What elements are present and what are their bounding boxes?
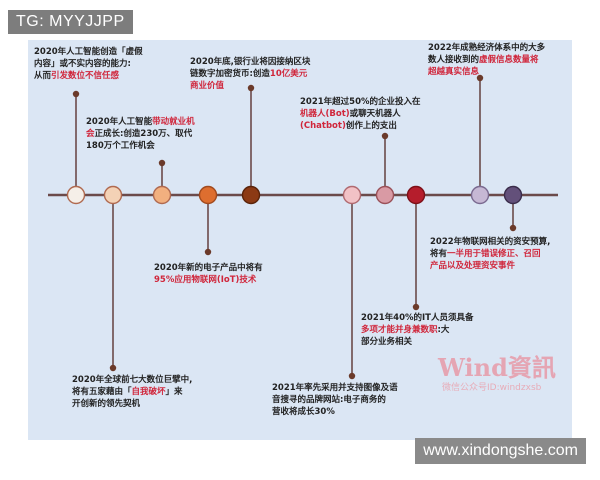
timeline-node-e4 bbox=[198, 185, 218, 205]
event-note-text: 一半用于错误修正、召回产品以及处理资安事件 bbox=[430, 249, 541, 271]
event-note-e2: 2020年全球前七大数位巨擘中,将有五家藉由「自我破坏」来开创新的领先契机 bbox=[72, 374, 192, 410]
stem-end-dot-e10 bbox=[509, 224, 517, 232]
brand-subtitle: 微信公众号ID:windzxsb bbox=[442, 383, 542, 393]
timeline-node-e5 bbox=[241, 185, 261, 205]
event-note-text: 或聊天机器人 bbox=[349, 109, 401, 119]
stem-end-dot-e6 bbox=[348, 372, 356, 380]
brand-logo: Wind資訊 bbox=[438, 353, 556, 382]
event-note-e7: 2021年超过50%的企业投入在机器人(Bot)或聊天机器人(Chatbot)创… bbox=[300, 96, 421, 132]
event-note-e8: 2021年40%的IT人员须具备多项才能并身兼数职:大部分业务相关 bbox=[361, 312, 473, 348]
stem-end-dot-e9 bbox=[476, 74, 484, 82]
event-note-e1: 2020年人工智能创造「虚假内容」或不实内容的能力:从而引发数位不信任感 bbox=[34, 46, 143, 82]
event-note-text: 2021年超过50%的企业投入在 bbox=[300, 97, 421, 107]
timeline-node-e10 bbox=[503, 185, 523, 205]
stem-end-dot-e1 bbox=[72, 90, 80, 98]
header-tag: TG: MYYJJPP bbox=[8, 10, 133, 34]
event-note-text: 多项才能并身兼数职 bbox=[361, 325, 438, 335]
stem-end-dot-e2 bbox=[109, 364, 117, 372]
event-note-text: 虚假信息数量将超越真实信息 bbox=[428, 55, 539, 77]
event-note-text: 2020年人工智能 bbox=[86, 117, 153, 127]
event-note-e10: 2022年物联网相关的资安预算,将有一半用于错误修正、召回产品以及处理资安事件 bbox=[430, 236, 550, 272]
timeline-node-e9 bbox=[470, 185, 490, 205]
event-note-text: (Chatbot) bbox=[300, 121, 346, 131]
event-note-e4: 2020年新的电子产品中将有 95%应用物联网(IoT)技术 bbox=[154, 262, 263, 286]
stem-end-dot-e3 bbox=[158, 159, 166, 167]
timeline-node-e1 bbox=[66, 185, 86, 205]
event-note-text: 带动就业机会 bbox=[86, 117, 195, 139]
event-note-text: 创作上的支出 bbox=[345, 121, 397, 131]
stem-end-dot-e7 bbox=[381, 132, 389, 140]
event-note-text: 2020年人工智能创造「虚假内容」或不实内容的能力:从而 bbox=[34, 47, 143, 81]
site-watermark: www.xindongshe.com bbox=[415, 438, 586, 464]
event-note-text: 自我破坏 bbox=[131, 387, 166, 397]
event-note-text: :大部分业务相关 bbox=[361, 325, 450, 347]
stem-end-dot-e5 bbox=[247, 84, 255, 92]
event-note-e9: 2022年成熟经济体系中的大多数人接收到的虚假信息数量将超越真实信息 bbox=[428, 42, 545, 78]
timeline-node-e7 bbox=[375, 185, 395, 205]
timeline-node-e3 bbox=[152, 185, 172, 205]
event-note-text: 95%应用物联网(IoT)技术 bbox=[154, 275, 257, 285]
event-note-text: 」来开创新的领先契机 bbox=[72, 387, 183, 409]
event-note-e6: 2021年率先采用并支持图像及语音搜寻的品牌网站:电子商务的营收将成长30% bbox=[272, 382, 398, 418]
event-note-e5: 2020年底,银行业将因接纳区块链数字加密货币:创造10亿美元商业价值 bbox=[190, 56, 310, 92]
event-note-text: 2020年底,银行业将因接纳区块链数字加密货币:创造 bbox=[190, 57, 311, 79]
event-note-text: 2022年物联网相关的资安预算,将有 bbox=[430, 237, 551, 259]
event-note-text: 2021年40%的IT人员须具备 bbox=[361, 313, 474, 323]
timeline-node-e8 bbox=[406, 185, 426, 205]
diagram-panel bbox=[28, 40, 572, 440]
event-note-text: 10亿美元商业价值 bbox=[190, 69, 308, 91]
event-note-text: 2022年成熟经济体系中的大多数人接收到的 bbox=[428, 43, 546, 65]
timeline-node-e2 bbox=[103, 185, 123, 205]
event-note-text: 2020年新的电子产品中将有 bbox=[154, 263, 263, 273]
event-note-text: 2020年全球前七大数位巨擘中,将有五家藉由「 bbox=[72, 375, 193, 397]
timeline-node-e6 bbox=[342, 185, 362, 205]
stem-end-dot-e4 bbox=[204, 248, 212, 256]
event-note-text: 引发数位不信任感 bbox=[51, 71, 120, 81]
stem-end-dot-e8 bbox=[412, 303, 420, 311]
event-note-text: 2021年率先采用并支持图像及语音搜寻的品牌网站:电子商务的营收将成长30% bbox=[272, 383, 398, 417]
event-note-text: 机器人(Bot) bbox=[300, 109, 350, 119]
